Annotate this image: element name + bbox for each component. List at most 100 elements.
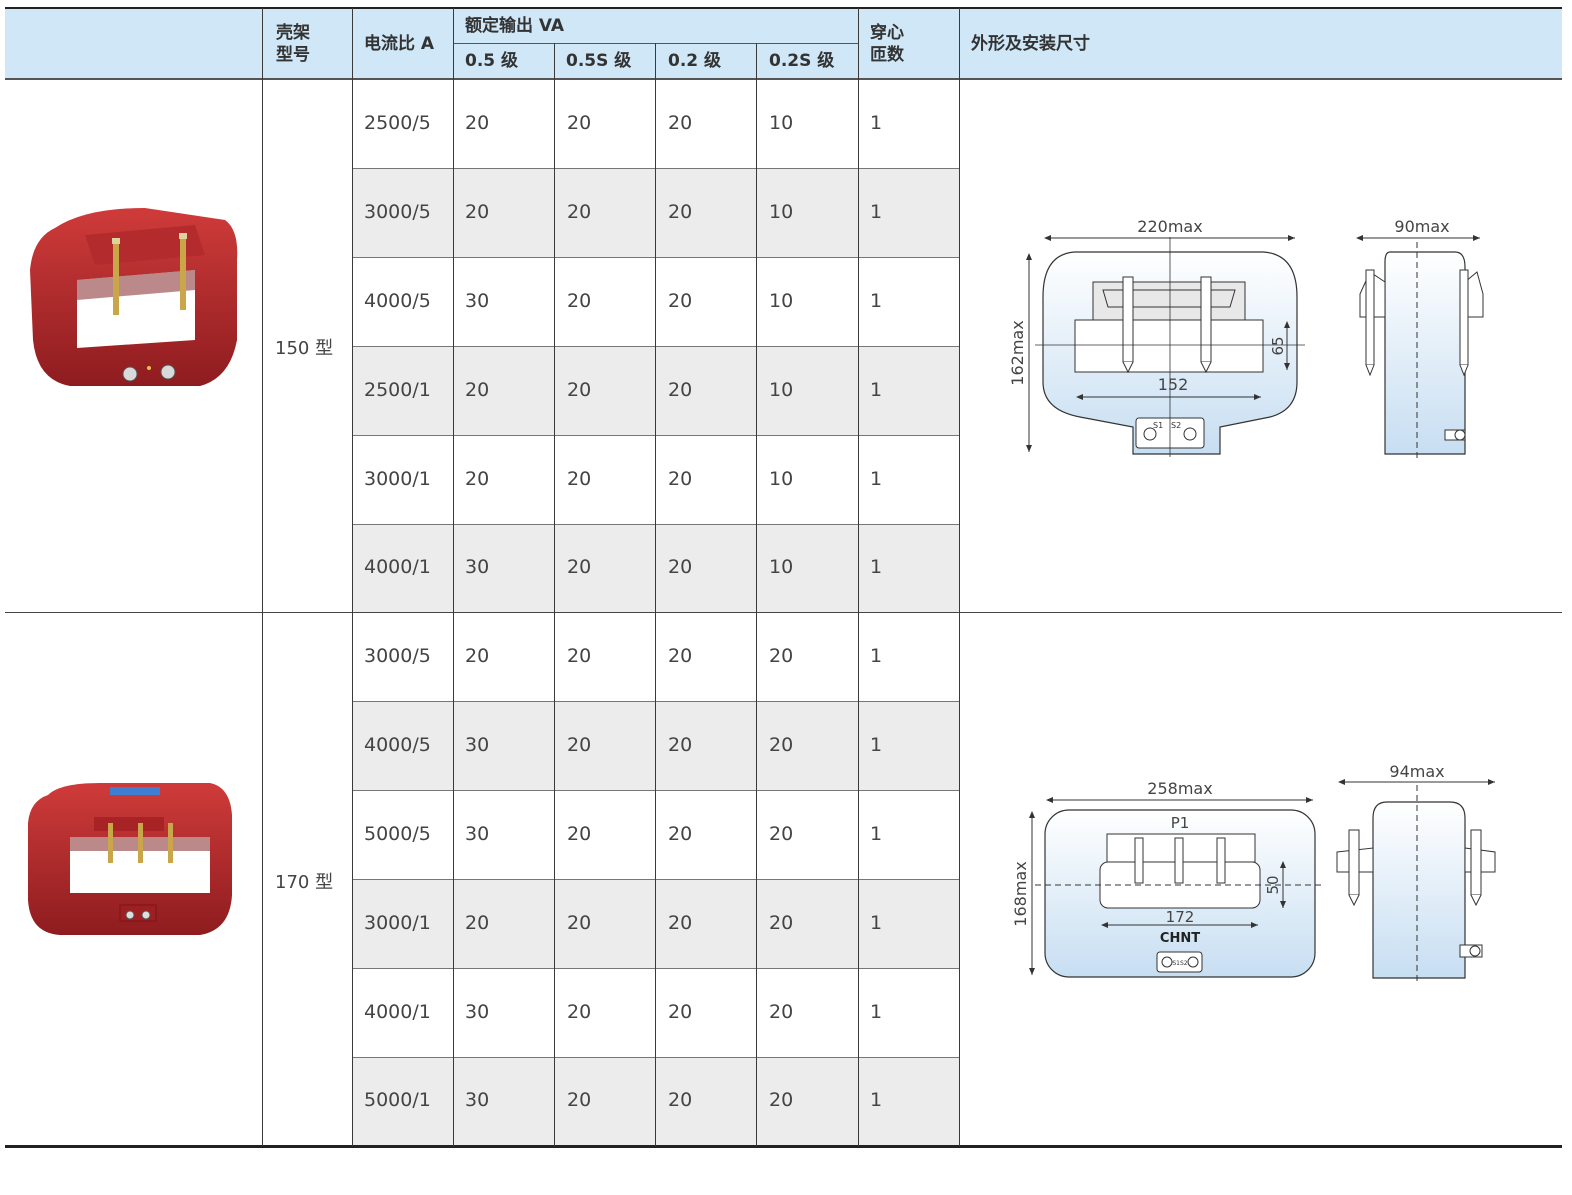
cell-turns: 1 (870, 290, 883, 312)
cell-c02: 20 (668, 823, 693, 845)
cell-c05s: 20 (567, 734, 592, 757)
dimension-drawing-150: S1 S2 220max 162max 152 65 90max (1008, 217, 1484, 460)
col-divider (655, 43, 656, 1146)
cell-c02s: 20 (769, 645, 794, 668)
row-stripe (353, 525, 959, 613)
cell-c05s: 20 (567, 1089, 592, 1112)
cell-ratio: 5000/1 (364, 1089, 431, 1112)
header-class-02: 0.2 级 (668, 51, 722, 71)
row-divider (353, 346, 959, 347)
cell-c05: 30 (465, 290, 490, 312)
label-s1s2: S1S2 (1172, 960, 1187, 967)
row-stripe (353, 1058, 959, 1146)
cell-c02s: 20 (769, 734, 794, 757)
header-current-ratio: 电流比 A (364, 34, 435, 54)
nameplate (110, 787, 160, 795)
shell-model-label: 150 型 (275, 338, 334, 359)
label-s2: S2 (1171, 421, 1181, 430)
row-divider (353, 257, 959, 258)
cell-c02s: 20 (769, 911, 794, 934)
dim-window-height: 50 (1264, 875, 1282, 894)
cell-c02s: 10 (769, 467, 794, 490)
col-divider (262, 8, 263, 1146)
cell-turns: 1 (870, 1089, 883, 1112)
cell-c05s: 20 (567, 645, 592, 668)
col-divider (453, 8, 454, 1146)
terminal-screw (160, 364, 176, 380)
header-bottom-border (5, 78, 1562, 80)
row-stripe (353, 347, 959, 435)
cell-c05: 20 (465, 201, 490, 224)
dim-window-width: 152 (1158, 375, 1189, 394)
cell-turns: 1 (870, 911, 883, 934)
terminal-stud (180, 235, 186, 310)
row-stripe (353, 169, 959, 257)
terminal-screw (141, 910, 151, 920)
cell-c05: 30 (465, 734, 490, 757)
row-stripe (353, 702, 959, 790)
cell-c02s: 10 (769, 378, 794, 401)
cell-c05: 20 (465, 112, 490, 135)
cell-c05: 20 (465, 467, 490, 490)
header-rated-output: 额定输出 VA (465, 16, 565, 36)
cell-c02: 20 (668, 290, 693, 312)
header-class-05: 0.5 级 (465, 51, 519, 71)
cell-c02: 20 (668, 1089, 693, 1112)
row-divider (353, 790, 959, 791)
col-divider (756, 43, 757, 1146)
cell-turns: 1 (870, 645, 883, 668)
cell-c02: 20 (668, 911, 693, 934)
cell-c02: 20 (668, 467, 693, 490)
row-divider (353, 968, 959, 969)
cell-ratio: 4000/5 (364, 290, 431, 312)
product-photo-170 (28, 783, 232, 935)
side-view-body (1372, 801, 1466, 979)
cell-ratio: 3000/5 (364, 645, 431, 668)
product-photo-150 (30, 208, 238, 386)
cell-ratio: 3000/1 (364, 911, 431, 934)
cell-ratio: 4000/5 (364, 734, 431, 757)
cell-c02: 20 (668, 734, 693, 757)
dim-height: 168max (1011, 861, 1030, 926)
terminal-stud (168, 823, 173, 863)
row-stripe (353, 880, 959, 968)
brand-mark: CHNT (1160, 931, 1200, 946)
dim-width: 258max (1147, 779, 1212, 798)
cell-ratio: 2500/1 (364, 378, 431, 401)
row-divider (353, 524, 959, 525)
cell-turns: 1 (870, 823, 883, 845)
cell-c02s: 20 (769, 1089, 794, 1112)
cell-c05: 30 (465, 1089, 490, 1112)
dim-height: 162max (1008, 320, 1027, 385)
cell-c02s: 10 (769, 556, 794, 579)
cell-ratio: 2500/5 (364, 112, 431, 135)
cell-c02s: 20 (769, 1000, 794, 1023)
cell-turns: 1 (870, 467, 883, 490)
cell-c02s: 10 (769, 290, 794, 312)
cell-c05s: 20 (567, 467, 592, 490)
cell-c05s: 20 (567, 290, 592, 312)
dim-window-width: 172 (1166, 908, 1195, 926)
dimension-drawing-170: P1 CHNT S1S2 258max 168max 172 50 94max (1011, 762, 1496, 985)
cell-c05s: 20 (567, 201, 592, 224)
row-divider (353, 879, 959, 880)
header-turns-line2: 匝数 (870, 45, 904, 65)
cell-ratio: 5000/5 (364, 823, 431, 845)
col-divider (554, 43, 555, 1146)
cell-c02: 20 (668, 201, 693, 224)
cell-ratio: 4000/1 (364, 556, 431, 579)
row-divider (353, 435, 959, 436)
row-divider (353, 1057, 959, 1058)
terminal-screw (125, 910, 135, 920)
cell-turns: 1 (870, 734, 883, 757)
terminal-stud (113, 240, 119, 315)
cell-turns: 1 (870, 556, 883, 579)
cell-c05: 30 (465, 823, 490, 845)
table-top-border (5, 7, 1562, 9)
header-shell-model: 壳架 型号 (276, 22, 310, 66)
dim-width: 220max (1137, 217, 1202, 236)
label-p1: P1 (1171, 814, 1190, 832)
cell-c02: 20 (668, 645, 693, 668)
cell-c05s: 20 (567, 556, 592, 579)
